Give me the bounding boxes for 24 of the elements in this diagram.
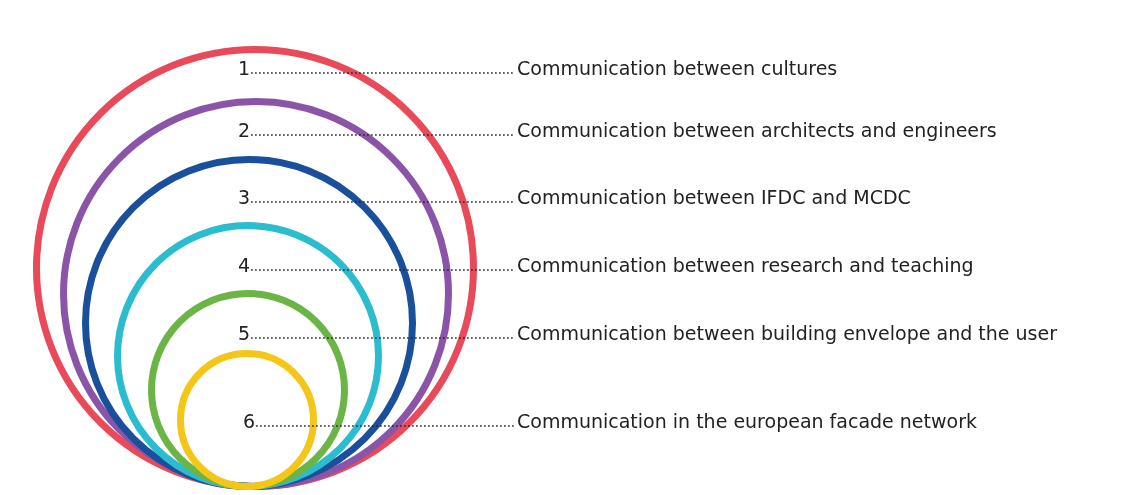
leader-line [250,134,516,136]
description-text: Communication between building envelope and the user [517,321,1057,345]
description-text: Communication between research and teaching [517,253,974,277]
description-text: Communication in the european facade network [517,409,977,433]
ring [177,350,317,490]
description-text: Communication between architects and engineers [517,118,997,142]
callout-number: 5 [238,321,251,345]
leader-line [250,201,516,203]
callout-number: 4 [238,253,251,277]
leader-line [250,337,516,339]
leader-line [255,425,516,427]
description-text: Communication between IFDC and MCDC [517,185,911,209]
ring [33,46,477,490]
callout-number: 6 [243,409,256,433]
ring [82,156,416,490]
ring [148,290,348,490]
ring [60,98,452,490]
leader-line [250,72,516,74]
description-text: Communication between cultures [517,56,838,80]
callout-number: 3 [238,185,251,209]
callout-number: 2 [238,118,251,142]
leader-line [250,269,516,271]
ring [114,222,382,490]
callout-number: 1 [238,56,251,80]
